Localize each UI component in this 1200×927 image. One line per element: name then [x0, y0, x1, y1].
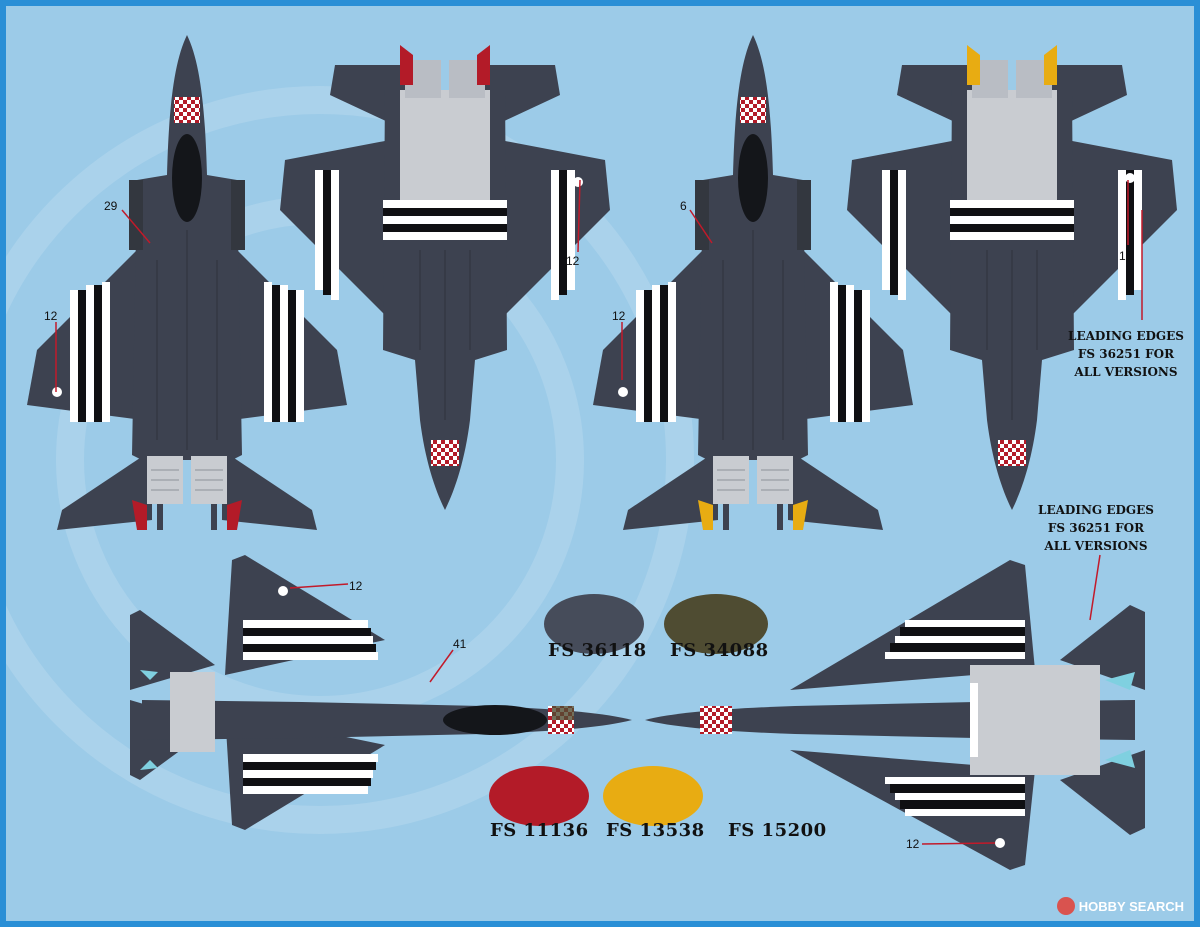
watermark: HOBBY SEARCH	[1056, 897, 1184, 915]
edge-note-line1: LEADING EDGES	[1038, 503, 1154, 517]
watermark-text: HOBBY SEARCH	[1078, 898, 1184, 914]
edge-note-line2: FS 36251 FOR	[1047, 521, 1145, 535]
edge-note-line3: ALL VERSIONS	[1074, 365, 1178, 379]
swatch-label-fs34088: FS 34088	[670, 640, 769, 661]
callout-leaders	[55, 179, 1143, 845]
callout-12-aircraft-5: 12	[349, 579, 363, 593]
callout-6: 6	[680, 199, 687, 213]
hobby-search-logo-icon	[1056, 897, 1075, 915]
callout-29: 29	[104, 199, 118, 213]
aircraft-5-side-view	[130, 555, 632, 830]
national-insignia-icon	[995, 838, 1005, 848]
national-insignia-icon	[52, 387, 62, 397]
callout-12-aircraft-4: 12	[1119, 249, 1133, 263]
national-insignia-icon	[278, 586, 288, 596]
aircraft-4-bottom-view	[846, 45, 1178, 511]
aircraft-3-top-view	[592, 34, 914, 531]
edge-note-line3: ALL VERSIONS	[1044, 539, 1148, 553]
edge-note-line2: FS 36251 FOR	[1077, 347, 1175, 361]
national-insignia-icon	[618, 387, 628, 397]
national-insignia-icon	[573, 177, 583, 187]
swatch-fs34088	[664, 594, 768, 654]
swatch-label-fs15200: FS 15200	[728, 820, 827, 841]
callout-12-aircraft-1: 12	[44, 309, 58, 323]
swatch-fs11136	[489, 766, 589, 826]
aircraft-artwork	[6, 34, 1178, 870]
leading-edge-note-upper: LEADING EDGES FS 36251 FOR ALL VERSIONS	[1061, 327, 1191, 381]
swatch-fs13538	[603, 766, 703, 826]
leading-edge-note-lower: LEADING EDGES FS 36251 FOR ALL VERSIONS	[1031, 501, 1161, 555]
decal-sheet: FS 36118 FS 34088 FS 11136 FS 13538 FS 1…	[6, 6, 1194, 921]
swatch-label-fs36118: FS 36118	[548, 640, 647, 661]
swatch-fs36118	[544, 594, 644, 654]
aircraft-2-bottom-view	[279, 45, 611, 511]
swatch-label-fs11136: FS 11136	[490, 820, 589, 841]
swatch-label-fs13538: FS 13538	[606, 820, 705, 841]
aircraft-6-side-view	[645, 560, 1145, 870]
callout-12-aircraft-3: 12	[612, 309, 626, 323]
edge-note-line1: LEADING EDGES	[1068, 329, 1184, 343]
callout-41: 41	[453, 637, 467, 651]
aircraft-1-top-view	[26, 34, 348, 531]
callout-12-aircraft-2: 12	[566, 254, 580, 268]
national-insignia-icon	[1125, 173, 1135, 183]
callout-12-aircraft-6: 12	[906, 837, 920, 851]
